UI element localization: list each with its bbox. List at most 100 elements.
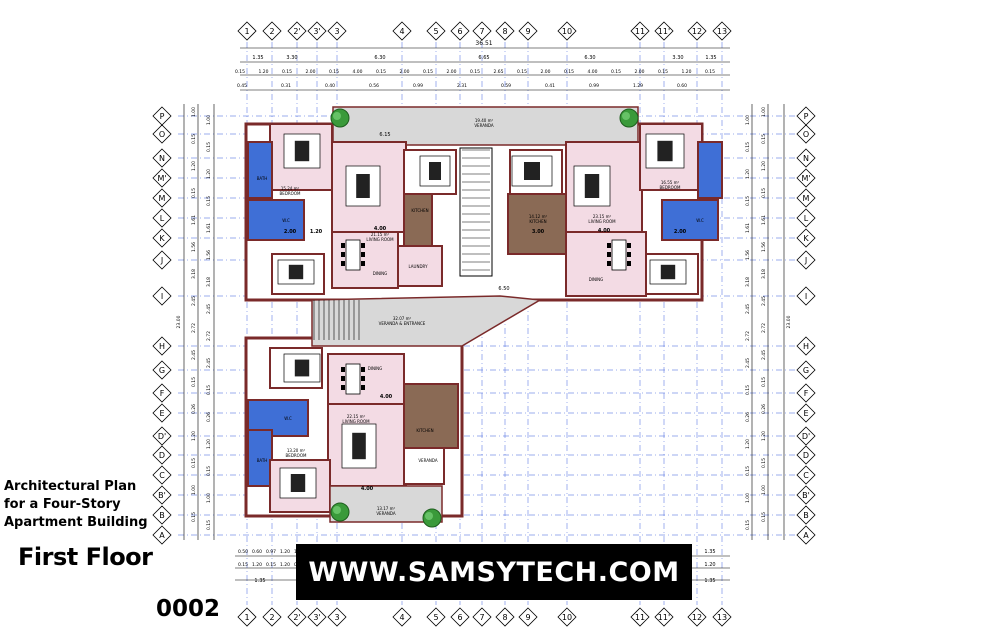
label-ve-area: 32.07 m²: [393, 316, 412, 321]
label-ve: VERANDA & ENTRANCE: [379, 321, 426, 326]
dim-bottom-row1: 0.50: [238, 549, 248, 555]
dim-top-row2: 0.15: [517, 69, 527, 75]
grid-bubble-shape: [796, 485, 816, 505]
grid-bubble-right: I: [796, 286, 816, 306]
bed-small-left-pillow: [429, 162, 441, 180]
grid-bubble-bottom: 11': [654, 607, 674, 627]
grid-bubble-shape: [796, 336, 816, 356]
dim-left-seg: 1.20: [206, 439, 212, 449]
grid-bubble-label: 13: [717, 27, 727, 36]
grid-bubble-right: F: [796, 383, 816, 403]
grid-bubble-shape: [796, 286, 816, 306]
dim-right-seg: 2.72: [745, 331, 751, 341]
grid-bubble-shape: [687, 21, 707, 41]
grid-bubble-shape: [796, 465, 816, 485]
bed-lower-left-pillow: [288, 264, 304, 280]
grid-bubble-shape: [392, 607, 412, 627]
title-line-3: Apartment Building: [4, 515, 148, 530]
label-wc-left: W.C: [282, 218, 290, 223]
label-wc-right: W.C: [696, 218, 704, 223]
dim-bottom-row2: 1.20: [252, 562, 262, 568]
grid-bubble-label: 10: [562, 613, 572, 622]
label-lr-south-area: 22.15 m²: [347, 414, 366, 419]
dim-left-seg: 2.45: [191, 350, 197, 360]
grid-bubble-shape: [796, 403, 816, 423]
grid-bubble-shape: [796, 250, 816, 270]
label-kitchen-left: KITCHEN: [411, 208, 428, 213]
grid-bubble-shape: [152, 383, 172, 403]
grid-bubble-bottom: 4: [392, 607, 412, 627]
grid-bubble-label: 3': [313, 613, 320, 622]
grid-bubble-label: 3: [334, 27, 339, 36]
grid-bubble-label: 5: [433, 27, 438, 36]
label-wc-south: W.C: [284, 416, 292, 421]
veranda-top: [332, 106, 639, 146]
dim-right-seg: 0.15: [745, 466, 751, 476]
grid-bubble-right: M: [796, 188, 816, 208]
dim-top-row2: 2.00: [446, 69, 456, 75]
grid-bubble-right: J: [796, 250, 816, 270]
dim-left-seg: 2.72: [206, 331, 212, 341]
label-dim-d: 1.20: [310, 229, 323, 235]
grid-bubble-shape: [152, 485, 172, 505]
grid-bubble-shape: [152, 465, 172, 485]
grid-bubble-label: L: [804, 214, 809, 223]
grid-bubble-top: 8: [495, 21, 515, 41]
grid-bubble-bottom: 8: [495, 607, 515, 627]
label-dining-right: DINING: [589, 277, 604, 282]
grid-bubble-left: N: [152, 148, 172, 168]
dim-top-row3: 0.41: [545, 83, 555, 89]
dim-top-row1: 6.65: [478, 55, 489, 61]
dim-bottom-right: 1.35: [704, 578, 715, 584]
bath-south: [247, 429, 273, 487]
dim-right-seg: 0.15: [761, 377, 767, 387]
label-veranda-side: VERANDA: [418, 458, 438, 463]
dim-left-seg: 0.15: [191, 512, 197, 522]
label-corridor-width: 6.15: [379, 132, 390, 138]
label-dim-a: 4.00: [374, 226, 387, 232]
dining-table-right-chair: [627, 243, 631, 248]
grid-bubble-label: 2: [269, 613, 274, 622]
tree-bottom-left: [330, 502, 350, 522]
label-mb-left: BEDROOM: [280, 191, 301, 196]
website-banner: WWW.SAMSYTECH.COM: [296, 544, 692, 600]
grid-bubble-top: 10: [557, 21, 577, 41]
grid-bubble-shape: [712, 21, 732, 41]
grid-bubble-label: B: [159, 511, 165, 520]
grid-bubble-shape: [152, 208, 172, 228]
kitchen-left: [403, 193, 433, 247]
grid-bubble-bottom: 11: [630, 607, 650, 627]
grid-bubble-shape: [472, 21, 492, 41]
grid-bubble-label: D': [802, 432, 810, 441]
grid-bubble-shape: [796, 525, 816, 545]
grid-bubble-label: 6: [457, 613, 462, 622]
dim-bottom-row1: 0.60: [252, 549, 262, 555]
grid-bubble-left: A: [152, 525, 172, 545]
dim-right-seg: 0.15: [745, 142, 751, 152]
grid-bubble-label: 11': [658, 27, 670, 36]
grid-bubble-shape: [327, 607, 347, 627]
title-line-1: Architectural Plan: [4, 479, 137, 494]
grid-bubble-shape: [152, 525, 172, 545]
grid-bubble-label: E: [159, 409, 164, 418]
label-mb-left-area: 15.24 m²: [281, 186, 300, 191]
grid-bubble-top: 1: [237, 21, 257, 41]
grid-bubble-left: K: [152, 228, 172, 248]
website-url[interactable]: WWW.SAMSYTECH.COM: [308, 556, 680, 588]
grid-bubble-shape: [796, 445, 816, 465]
grid-bubble-label: B': [802, 491, 810, 500]
grid-bubble-label: 2: [269, 27, 274, 36]
grid-bubble-top: 5: [426, 21, 446, 41]
dim-right-seg: 1.20: [761, 431, 767, 441]
tree-highlight: [622, 112, 630, 120]
dim-top-row1: 1.35: [705, 55, 716, 61]
dim-overall-height: 23.00: [786, 315, 792, 328]
grid-bubble-shape: [152, 124, 172, 144]
dim-right-seg: 0.15: [761, 512, 767, 522]
tree-bottom-right: [422, 508, 442, 528]
dim-left-seg: 0.26: [191, 404, 197, 414]
grid-bubble-label: 3: [334, 613, 339, 622]
dim-bottom-row1: 1.20: [280, 549, 290, 555]
grid-bubble-label: 2': [293, 613, 300, 622]
dim-left-seg: 1.00: [206, 493, 212, 503]
